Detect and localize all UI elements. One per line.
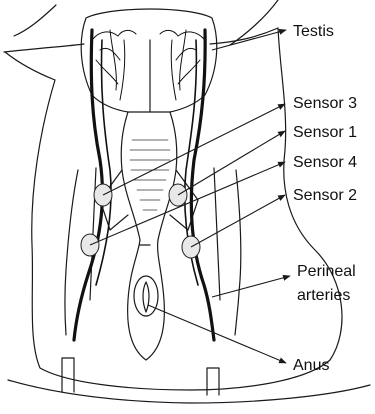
- perineum-structure: [100, 112, 198, 360]
- leader-sensor-3: [103, 104, 285, 195]
- label-sensor-1: Sensor 1: [293, 124, 357, 141]
- label-anus: Anus: [293, 357, 329, 374]
- leader-anus: [148, 305, 286, 363]
- leader-testis: [212, 30, 286, 50]
- hind-legs-outline: [4, 0, 278, 80]
- label-sensor-2: Sensor 2: [293, 187, 357, 204]
- label-perineal-line1: Perineal: [297, 263, 356, 280]
- leader-sensor-2: [191, 195, 285, 247]
- label-testis: Testis: [293, 23, 334, 40]
- label-sensor-3: Sensor 3: [293, 95, 357, 112]
- labels: Testis Sensor 3 Sensor 1 Sensor 4 Sensor…: [293, 23, 357, 374]
- label-perineal-line2: arteries: [297, 287, 350, 304]
- sensors: [81, 184, 200, 258]
- anus-structure: [134, 276, 158, 316]
- leader-perineal-arteries: [212, 276, 290, 297]
- label-sensor-4: Sensor 4: [293, 154, 357, 171]
- body-outline: [8, 28, 370, 403]
